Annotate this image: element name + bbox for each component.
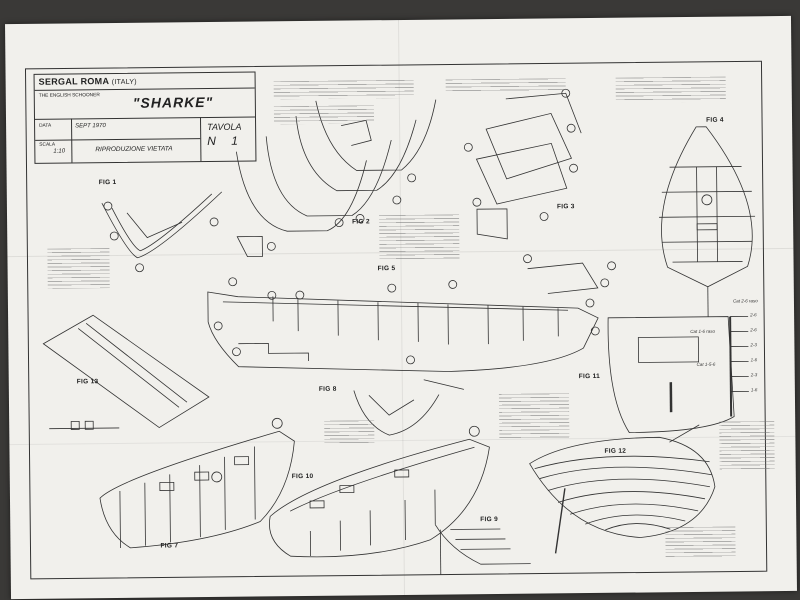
plank-label: 2-6 — [750, 327, 757, 333]
schooner-subtitle: THE ENGLISH SCHOONER — [38, 93, 100, 99]
scale-label: SCALA — [39, 142, 56, 148]
divider — [35, 138, 201, 141]
fig13-drawing — [42, 314, 210, 430]
plank-side-label: Cat 1-6 raso — [690, 328, 716, 334]
instruction-text — [47, 248, 110, 289]
instruction-text — [445, 78, 566, 92]
plank-side-label: Cat 1-5-6 — [696, 361, 716, 367]
instruction-text — [379, 214, 460, 261]
fig13-label: FIG 13 — [76, 378, 99, 386]
plank-label: 1-6 — [750, 387, 758, 393]
date-label: DATA — [39, 123, 52, 129]
fig2-label: FIG 2 — [352, 218, 370, 226]
brand-country: (ITALY) — [111, 78, 137, 87]
fig7-label: FIG 7 — [160, 542, 179, 550]
plank-label: 2-6 — [750, 312, 757, 318]
title-block: SERGAL ROMA (ITALY) THE ENGLISH SCHOONER… — [33, 71, 257, 164]
sheet-number: N 1 — [207, 133, 245, 149]
brand-text: SERGAL ROMA — [38, 76, 109, 87]
fig10-drawing — [269, 425, 490, 558]
divider — [35, 116, 256, 120]
plank-label: 1-6 — [750, 357, 758, 363]
divider — [71, 118, 73, 163]
fig3-label: FIG 3 — [556, 203, 575, 211]
divider — [199, 117, 202, 162]
instruction-text — [273, 105, 375, 125]
sheet-label: TAVOLA — [207, 121, 242, 133]
reproduction-notice: RIPRODUZIONE VIETATA — [95, 145, 173, 154]
plank-label: 2-3 — [750, 342, 757, 348]
scale-value: 1:10 — [53, 148, 66, 155]
plank-label: 2-3 — [750, 372, 758, 378]
plank-side-label: Cat 2-6 raso — [732, 298, 758, 304]
ship-drawings — [24, 60, 768, 580]
fig1-drawing — [101, 191, 223, 273]
instruction-text — [615, 76, 726, 103]
instruction-text — [665, 526, 736, 558]
ship-name: "SHARKE" — [132, 93, 214, 111]
fig12-drawing — [529, 424, 716, 554]
fig9-label: FIG 9 — [480, 515, 499, 524]
fig10-label: FIG 10 — [291, 472, 314, 481]
instruction-text — [719, 421, 775, 472]
plan-sheet: SERGAL ROMA (ITALY) THE ENGLISH SCHOONER… — [5, 15, 797, 600]
instruction-text — [273, 79, 414, 100]
fig12-label: FIG 12 — [604, 447, 627, 455]
fig11-drawing — [607, 315, 749, 434]
fig7-drawing — [99, 417, 295, 549]
fig9-drawing — [434, 524, 531, 575]
fig3-drawing — [463, 88, 582, 240]
fig8-label: FIG 8 — [318, 385, 337, 393]
instruction-text — [324, 420, 375, 446]
fig5-label: FIG 5 — [377, 265, 396, 273]
date-value: SEPT 1970 — [75, 123, 106, 130]
fig8-drawing — [353, 379, 464, 436]
divider — [34, 87, 255, 91]
fig4-drawing — [659, 126, 756, 317]
fig1-label: FIG 1 — [98, 178, 117, 187]
brand-name: SERGAL ROMA (ITALY) — [39, 76, 137, 87]
fig11-label: FIG 11 — [578, 372, 601, 381]
instruction-text — [498, 393, 570, 439]
fig4-label: FIG 4 — [706, 116, 724, 124]
fig5-drawing — [207, 254, 616, 372]
fig2-drawing — [235, 99, 437, 258]
